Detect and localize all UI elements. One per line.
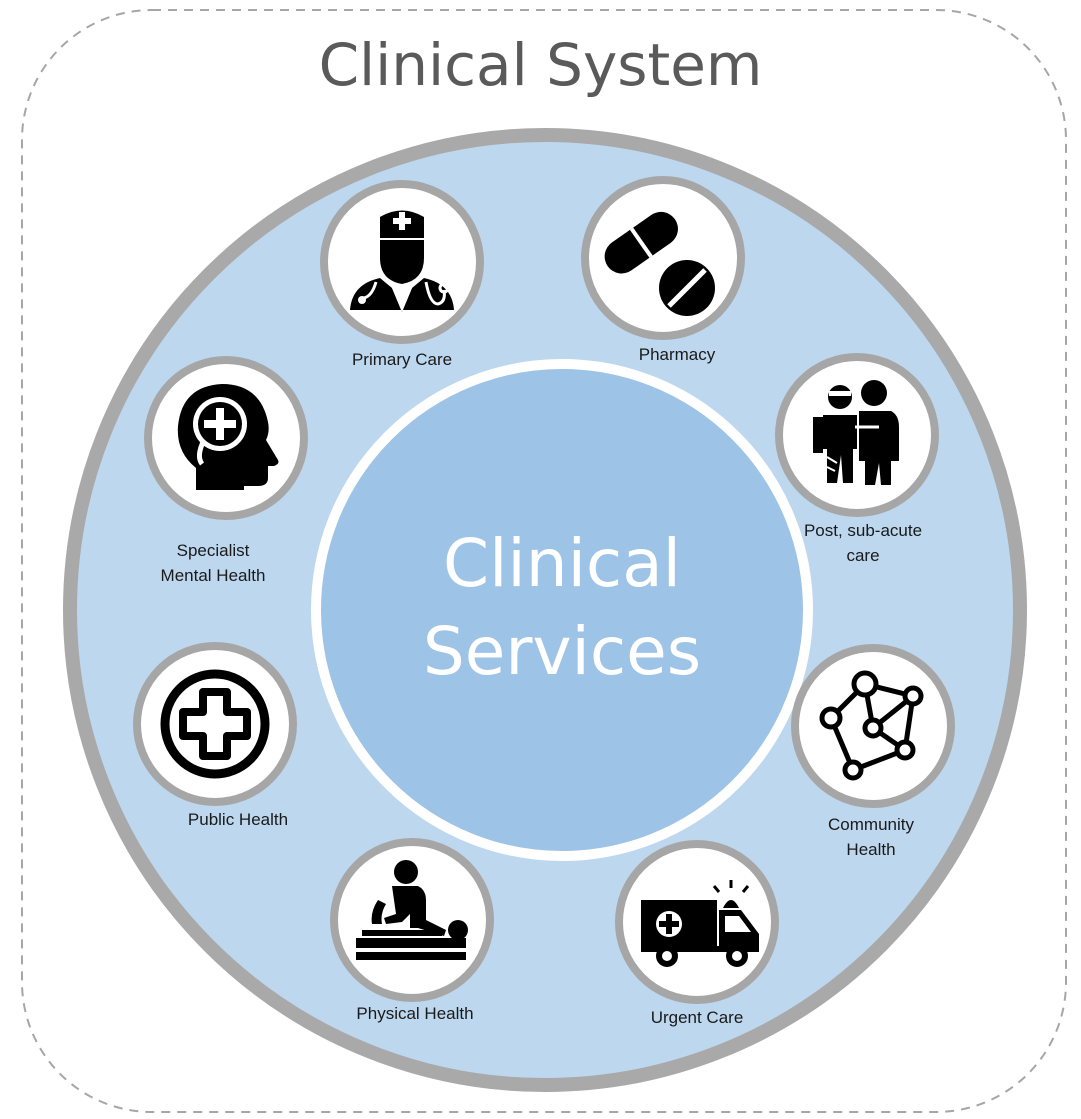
ambulance-icon bbox=[615, 840, 779, 1004]
center-label: Clinical Services bbox=[312, 520, 812, 696]
physiotherapy-icon bbox=[330, 838, 494, 1002]
injured-patient-icon bbox=[775, 353, 939, 517]
label-physical-health: Physical Health bbox=[356, 1004, 474, 1023]
mental-health-head-icon bbox=[144, 356, 308, 520]
pills-icon bbox=[581, 176, 745, 340]
label-pharmacy: Pharmacy bbox=[638, 345, 716, 364]
label-public-health: Public Health bbox=[187, 810, 289, 829]
label-urgent-care: Urgent Care bbox=[650, 1008, 744, 1027]
label-specialist-mental-health: Specialist Mental Health bbox=[160, 541, 266, 585]
center-label-line2: Services bbox=[422, 613, 702, 690]
doctor-icon bbox=[320, 180, 484, 344]
medical-cross-icon bbox=[133, 642, 297, 806]
label-community-health: Community Health bbox=[828, 815, 914, 859]
center-label-line1: Clinical bbox=[443, 525, 681, 602]
label-post-acute-care: Post, sub-acute care bbox=[803, 521, 923, 565]
label-primary-care: Primary Care bbox=[351, 350, 453, 369]
system-boundary bbox=[21, 9, 1067, 1113]
diagram-title: Clinical System bbox=[318, 31, 763, 99]
network-icon bbox=[791, 644, 955, 808]
center-circle bbox=[311, 359, 813, 861]
